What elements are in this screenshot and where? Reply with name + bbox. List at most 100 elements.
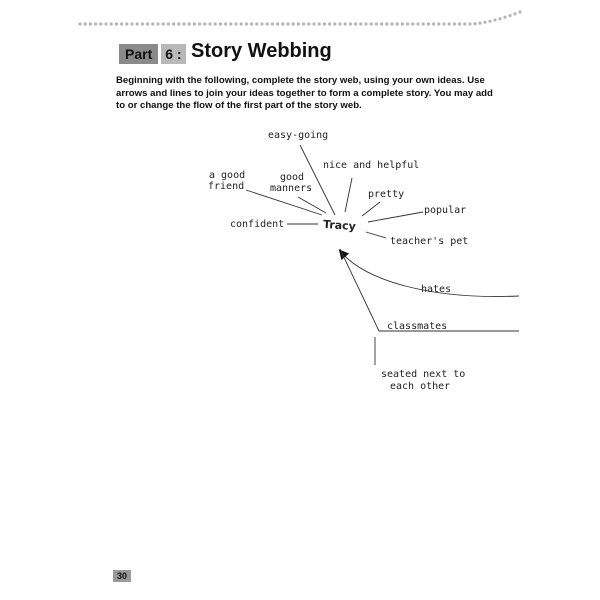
node-a-good-friend-line1: a good (209, 170, 245, 181)
header-dot (125, 22, 129, 26)
header-dot (239, 22, 243, 26)
header-dot (317, 22, 321, 26)
header-dot (109, 22, 113, 26)
header-dot (166, 22, 170, 26)
header-dot (234, 22, 238, 26)
header-dot (437, 22, 441, 26)
node-hates: hates (421, 284, 451, 295)
connector-nice-and-helpful (344, 177, 353, 213)
header-dot (83, 22, 87, 26)
header-dot (224, 22, 228, 26)
header-dot (374, 22, 378, 26)
header-dot (177, 22, 181, 26)
node-teachers-pet: teacher's pet (390, 236, 468, 247)
header-dot (458, 22, 462, 26)
header-dot (343, 22, 347, 26)
header-dot (281, 22, 285, 26)
header-dot (488, 19, 492, 23)
header-dot (463, 22, 467, 26)
header-dot (508, 14, 512, 18)
header-dot (187, 22, 191, 26)
header-dot (146, 22, 150, 26)
header-dot (432, 22, 436, 26)
instructions-text: Beginning with the following, complete t… (116, 75, 493, 111)
node-good-manners-line1: good (280, 172, 304, 183)
header-dot (452, 22, 456, 26)
header-dot (483, 20, 487, 24)
header-dot (120, 22, 124, 26)
header-dot (359, 22, 363, 26)
header-dot (250, 22, 254, 26)
header-dot (135, 22, 139, 26)
node-seated-next-to-line2: each other (390, 381, 450, 392)
connector-a-good-friend (245, 189, 323, 216)
header-dot (182, 22, 186, 26)
part-number: 6 : (161, 44, 186, 64)
node-seated-next-to-line1: seated next to (381, 369, 465, 380)
header-dot (104, 22, 108, 26)
header-dot (385, 22, 389, 26)
header-dot (447, 22, 451, 26)
connector-pretty (361, 201, 381, 217)
header-dot (473, 22, 477, 26)
node-pretty: pretty (368, 189, 404, 200)
header-dot (498, 17, 502, 21)
header-dot (213, 22, 217, 26)
header-dot (513, 12, 517, 16)
header-dot (442, 22, 446, 26)
header-dot (260, 22, 264, 26)
header-dot (198, 22, 202, 26)
header-dot (426, 22, 430, 26)
center-node-tracy: Tracy (323, 218, 357, 233)
connector-good-manners (297, 196, 327, 214)
header-dot (229, 22, 233, 26)
header-dot (151, 22, 155, 26)
header-dot (406, 22, 410, 26)
header-dot (218, 22, 222, 26)
part-label: Part (119, 44, 159, 64)
header-dot (322, 22, 326, 26)
connector-popular (367, 211, 424, 223)
node-popular: popular (424, 205, 466, 216)
header-dot (172, 22, 176, 26)
connector-easy-going (299, 144, 336, 216)
page-title: Story Webbing (191, 40, 332, 62)
node-confident: confident (230, 219, 284, 230)
header-dot (130, 22, 134, 26)
header-dot (265, 22, 269, 26)
header-dot (88, 22, 92, 26)
header-dot (333, 22, 337, 26)
header-dot (208, 22, 212, 26)
header-dot (478, 21, 482, 25)
page-number: 30 (113, 570, 131, 582)
connector-teachers-pet (365, 231, 387, 239)
part-badge: Part 6 : (119, 44, 186, 64)
dotted-header-rule (78, 10, 522, 26)
header-dot (203, 22, 207, 26)
header-dot (395, 22, 399, 26)
header-dot (390, 22, 394, 26)
node-classmates: classmates (387, 321, 447, 332)
header-dot (302, 22, 306, 26)
header-dot (338, 22, 342, 26)
header-dot (348, 22, 352, 26)
header-dot (286, 22, 290, 26)
header-dot (421, 22, 425, 26)
header-dot (328, 22, 332, 26)
header-dot (78, 22, 82, 26)
header-dot (156, 22, 160, 26)
header-dot (416, 22, 420, 26)
header-dot (354, 22, 358, 26)
node-a-good-friend-line2: friend (208, 181, 244, 192)
header-dot (255, 22, 259, 26)
arrow-hates (338, 249, 520, 297)
header-dot (364, 22, 368, 26)
header-dot (400, 22, 404, 26)
header-dot (296, 22, 300, 26)
header-dot (468, 22, 472, 26)
header-dot (503, 15, 507, 19)
header-dot (380, 22, 384, 26)
line-classmates (339, 248, 519, 332)
node-easy-going: easy-going (268, 130, 328, 141)
